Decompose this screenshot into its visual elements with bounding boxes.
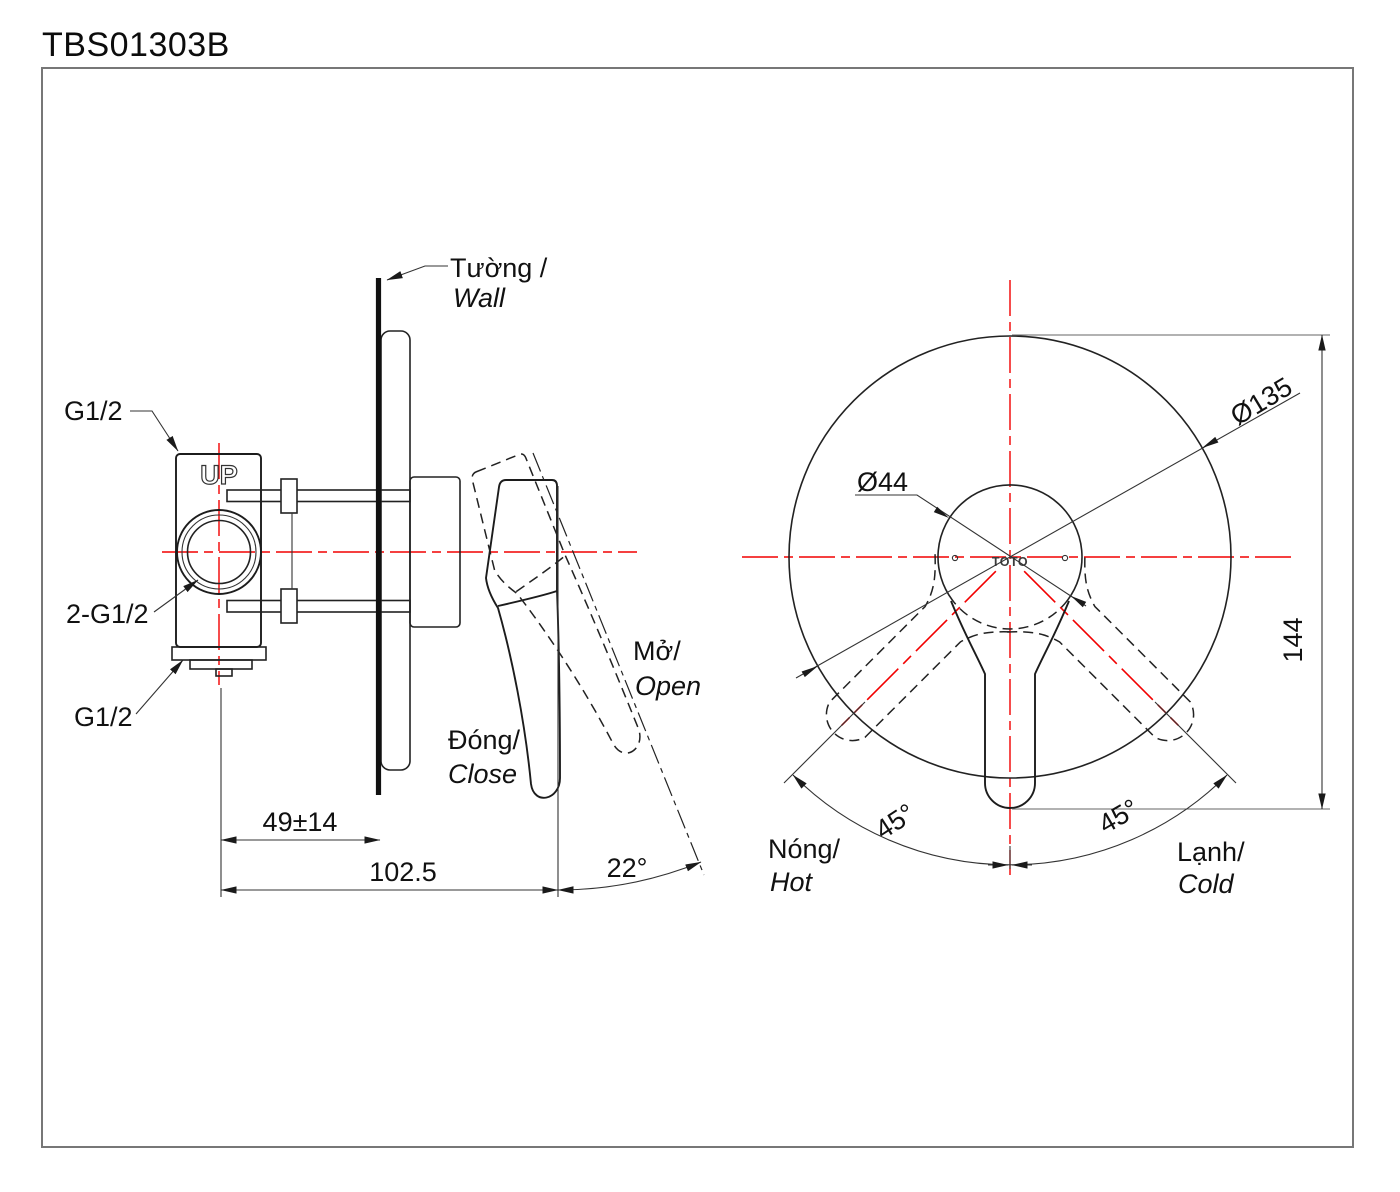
label-wall-vi: Tường / <box>450 253 548 283</box>
leader-g12-mid <box>153 579 199 613</box>
lever-down <box>950 600 1070 809</box>
bottom-flange-step <box>189 659 253 670</box>
label-cold-vi: Lạnh/ <box>1177 837 1245 867</box>
plate-arrow-lower <box>801 666 818 678</box>
label-close-en: Close <box>448 759 517 789</box>
dim-depth-label: 102.5 <box>369 857 437 887</box>
label-g12-top: G1/2 <box>64 396 123 426</box>
bottom-stub <box>215 668 233 677</box>
pipe-upper <box>226 489 411 503</box>
port-circle-inner <box>186 519 252 585</box>
label-cold-en: Cold <box>1178 869 1235 899</box>
port-circle-outer <box>176 509 262 595</box>
boss-circle-hidden <box>951 599 1069 630</box>
label-g12-bottom: G1/2 <box>74 702 133 732</box>
leader-g12-top <box>130 410 179 452</box>
dim-line-plate <box>795 392 1301 679</box>
screw-dot-right <box>1061 554 1069 562</box>
screw-dot-left <box>951 554 959 562</box>
boss-arrow-left <box>933 506 949 518</box>
pipe-nut-upper <box>280 478 298 514</box>
cartridge-housing <box>409 476 461 628</box>
dim-angle-right-label: 45° <box>1093 793 1143 839</box>
pipe-lower <box>226 599 411 613</box>
dim-offset-label: 49±14 <box>263 807 338 837</box>
label-hot-en: Hot <box>770 867 814 897</box>
front-view: TOTO Ø44 Ø135 144 45° 45° Nóng/ Hot Lạnh… <box>742 280 1330 899</box>
boss-circle <box>937 484 1083 602</box>
drawing-border <box>41 67 1354 1148</box>
dim-arc-22deg <box>557 861 702 894</box>
dim-height-label: 144 <box>1278 617 1308 662</box>
side-view: UP 49±14 102.5 22° G1 <box>64 253 705 897</box>
label-open-vi: Mở/ <box>633 636 681 666</box>
label-2g12: 2-G1/2 <box>66 599 149 629</box>
handle-open-axis <box>532 452 705 876</box>
plate-arrow-upper <box>1202 436 1219 448</box>
up-marking: UP <box>200 460 238 490</box>
leader-wall <box>386 265 448 281</box>
boss-arrow-right <box>1071 596 1087 608</box>
label-wall-en: Wall <box>453 283 506 313</box>
dim-angle-label: 22° <box>607 853 648 883</box>
ray-hot <box>783 701 866 784</box>
label-open-en: Open <box>635 671 701 701</box>
pipe-nut-lower <box>280 588 298 624</box>
port-circle-mid <box>181 514 257 590</box>
label-hot-vi: Nóng/ <box>768 834 841 864</box>
part-number-title: TBS01303B <box>42 26 230 64</box>
label-close-vi: Đóng/ <box>448 725 521 755</box>
toto-logo: TOTO <box>992 555 1028 569</box>
dim-boss-label: Ø44 <box>857 467 908 497</box>
dim-angle-left-label: 45° <box>870 798 921 845</box>
ray-cold <box>1154 701 1237 784</box>
dim-plate-label: Ø135 <box>1225 371 1297 431</box>
escutcheon-side <box>380 330 411 771</box>
leader-g12-bottom <box>135 659 184 715</box>
dim-line-boss <box>855 494 1087 607</box>
